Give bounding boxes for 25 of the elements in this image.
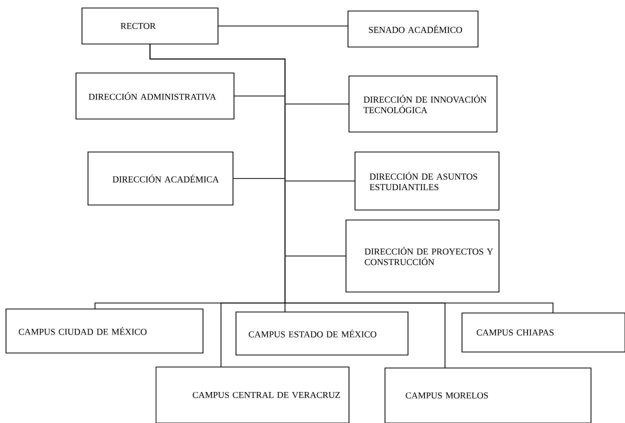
box-label: DIRECCIÓN ACADÉMICA [112, 174, 219, 182]
org-box [346, 220, 500, 292]
org-box [6, 308, 204, 354]
box-label: RECTOR [120, 22, 156, 30]
org-box [354, 152, 500, 210]
org-box [82, 8, 218, 44]
org-box [348, 76, 498, 132]
box-label: DIRECCIÓN DE PROYECTOS Y CONSTRUCCIÓN [364, 246, 493, 266]
box-label: CAMPUS MORELOS [406, 392, 488, 399]
box-label: SENADO ACADÉMICO [369, 25, 462, 33]
org-box [76, 72, 234, 120]
org-box [156, 366, 350, 423]
box-label: CAMPUS CENTRAL DE VERACRUZ [192, 392, 340, 398]
connector-line [150, 44, 446, 368]
box-label: CAMPUS ESTADO DE MÉXICO [248, 330, 376, 338]
box-label: DIRECCIÓN DE INNOVACIÓN TECNOLÓGICA [364, 94, 486, 114]
box-label: CAMPUS CHIAPAS [476, 329, 554, 336]
org-box [236, 312, 408, 356]
org-box [384, 368, 592, 423]
box-label: DIRECCIÓN ADMINISTRATIVA [88, 92, 216, 100]
org-box [348, 10, 478, 48]
org-box [462, 312, 625, 352]
box-label: DIRECCIÓN DE ASUNTOS ESTUDIANTILES [370, 172, 478, 190]
org-box [88, 152, 234, 206]
box-label: CAMPUS CIUDAD DE MÉXICO [18, 327, 147, 335]
